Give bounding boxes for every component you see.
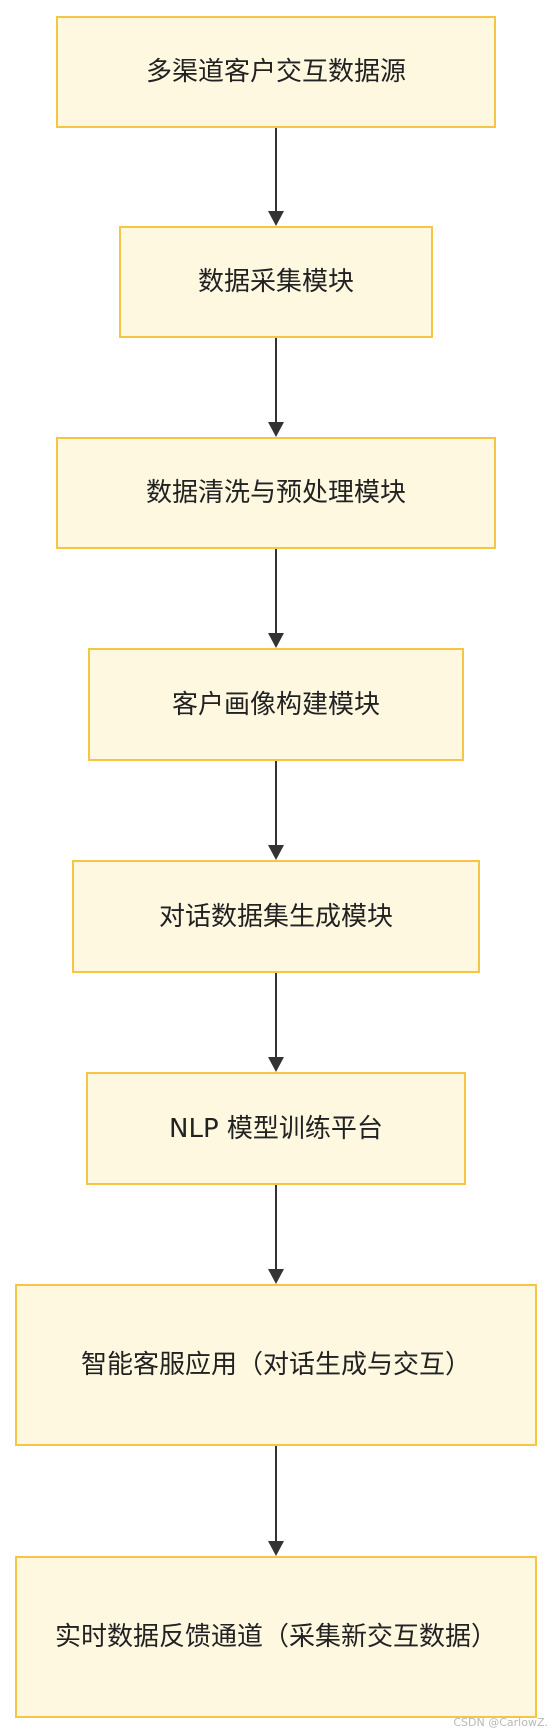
node-data-cleaning: 数据清洗与预处理模块 bbox=[56, 437, 496, 549]
arrow-down-icon bbox=[268, 633, 284, 648]
node-customer-profile: 客户画像构建模块 bbox=[88, 648, 464, 761]
node-label: 实时数据反馈通道（采集新交互数据） bbox=[54, 1622, 497, 1652]
node-data-collection: 数据采集模块 bbox=[119, 226, 433, 338]
node-dialogue-dataset: 对话数据集生成模块 bbox=[72, 860, 480, 973]
arrow-down-icon bbox=[268, 1269, 284, 1284]
arrow-down-icon bbox=[268, 845, 284, 860]
node-label: 数据采集模块 bbox=[197, 267, 354, 297]
connector-line bbox=[275, 973, 277, 1059]
connector-line bbox=[275, 549, 277, 635]
connector-line bbox=[275, 1446, 277, 1543]
connector-line bbox=[275, 338, 277, 424]
connector-line bbox=[275, 128, 277, 213]
node-label: 客户画像构建模块 bbox=[171, 689, 380, 720]
node-label: 数据清洗与预处理模块 bbox=[145, 478, 406, 508]
node-label: 多渠道客户交互数据源 bbox=[145, 57, 406, 87]
node-data-sources: 多渠道客户交互数据源 bbox=[56, 16, 496, 128]
arrow-down-icon bbox=[268, 1057, 284, 1072]
node-feedback-channel: 实时数据反馈通道（采集新交互数据） bbox=[15, 1556, 537, 1718]
node-label: NLP 模型训练平台 bbox=[169, 1113, 383, 1144]
node-smart-service: 智能客服应用（对话生成与交互） bbox=[15, 1284, 537, 1446]
node-nlp-training: NLP 模型训练平台 bbox=[86, 1072, 466, 1185]
arrow-down-icon bbox=[268, 211, 284, 226]
connector-line bbox=[275, 761, 277, 847]
connector-line bbox=[275, 1185, 277, 1271]
watermark: CSDN @CarlowZ. bbox=[453, 1716, 548, 1729]
node-label: 智能客服应用（对话生成与交互） bbox=[80, 1350, 471, 1380]
arrow-down-icon bbox=[268, 1541, 284, 1556]
arrow-down-icon bbox=[268, 422, 284, 437]
node-label: 对话数据集生成模块 bbox=[158, 901, 393, 932]
